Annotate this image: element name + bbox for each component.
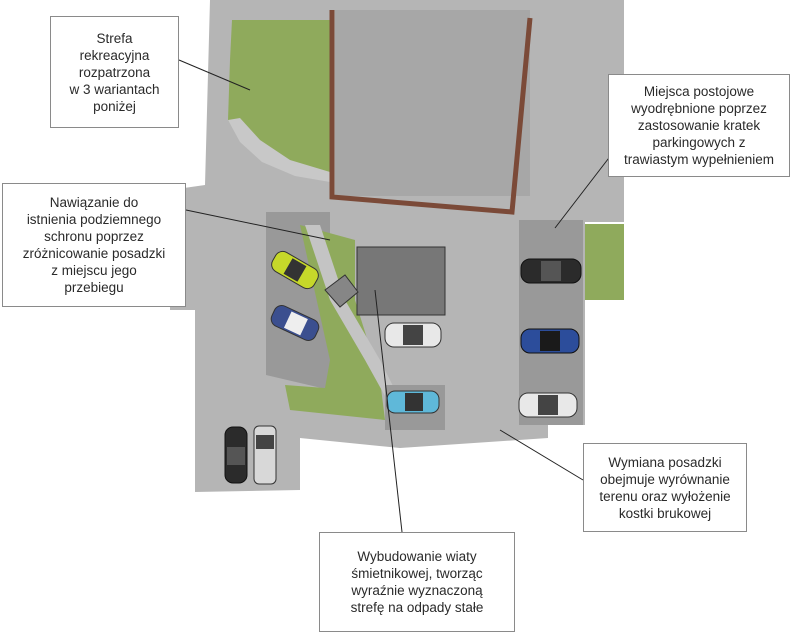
callout-paving-replacement: Wymiana posadzki obejmuje wyrównanie ter… xyxy=(583,443,747,532)
grass-center xyxy=(285,225,385,420)
recreation-path xyxy=(228,118,330,182)
car-white-center xyxy=(384,322,442,348)
car-black-left xyxy=(224,426,248,484)
building xyxy=(335,10,530,196)
car-lime xyxy=(271,250,319,290)
car-black-right xyxy=(520,258,582,284)
callout-waste-shelter: Wybudowanie wiaty śmietnikowej, tworząc … xyxy=(319,532,515,632)
waste-bin-enclosure xyxy=(324,274,359,308)
outside-area xyxy=(170,0,210,190)
car-white-right xyxy=(518,392,578,418)
car-light-blue xyxy=(386,390,440,414)
building-wall xyxy=(329,10,533,215)
waste-shelter-roof xyxy=(356,246,446,316)
shelter-path xyxy=(305,225,400,405)
parking-grid-right xyxy=(519,220,583,425)
callout-recreation-zone: Strefa rekreacyjna rozpatrzona w 3 waria… xyxy=(50,16,179,128)
callout-parking-spaces: Miejsca postojowe wyodrębnione poprzez z… xyxy=(608,74,790,177)
grass-right xyxy=(585,224,624,300)
callout-shelter-reference: Nawiązanie do istnienia podziemnego schr… xyxy=(2,183,186,307)
car-navy xyxy=(520,328,580,354)
car-pickup xyxy=(253,425,277,485)
car-blue-white xyxy=(270,305,320,341)
